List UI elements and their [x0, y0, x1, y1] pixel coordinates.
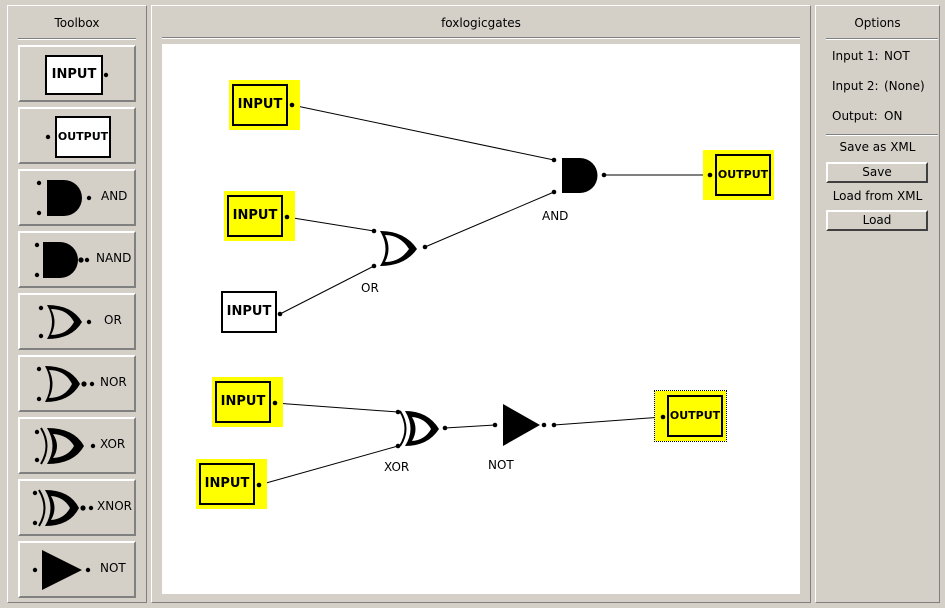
- circuit-canvas[interactable]: INPUT INPUT INPUT INPUT INPUT OUTPUT OUT…: [162, 44, 800, 594]
- wire: [279, 265, 375, 315]
- input2-row: Input 2:: [832, 79, 879, 93]
- tool-input-pin-icon: [103, 72, 109, 78]
- circuit-wires: [258, 104, 710, 486]
- tool-not-button[interactable]: NOT: [18, 541, 136, 598]
- options-panel: Options Input 1: NOT Input 2: (None) Out…: [815, 5, 940, 603]
- xor-gate-label: XOR: [384, 460, 410, 474]
- tool-nor-button[interactable]: NOR: [18, 355, 136, 412]
- input-node-3[interactable]: INPUT: [221, 291, 277, 333]
- input1-row: Input 1:: [832, 49, 879, 63]
- input-node-1-highlight: [229, 80, 300, 130]
- nand-gate-icon: [34, 242, 90, 278]
- tool-or-button[interactable]: OR: [18, 293, 136, 350]
- input-node-1[interactable]: INPUT: [232, 84, 288, 126]
- or-gate-label: OR: [361, 281, 379, 295]
- workspace-title: foxlogicgates: [441, 16, 521, 30]
- input1-value: NOT: [884, 49, 910, 63]
- input2-value: (None): [884, 79, 925, 93]
- output-node-1[interactable]: OUTPUT: [715, 154, 771, 196]
- and-gate-icon: [36, 180, 92, 216]
- xor-gate-icon: [34, 427, 96, 465]
- or-gate[interactable]: [376, 229, 420, 269]
- tool-output-button[interactable]: OUTPUT: [18, 107, 136, 164]
- xor-gate[interactable]: [398, 409, 442, 449]
- toolbox-title: Toolbox: [54, 16, 100, 30]
- and-gate[interactable]: [558, 156, 598, 196]
- workspace-divider: [162, 37, 800, 39]
- output-label: Output:: [832, 109, 878, 123]
- load-button[interactable]: Load: [826, 210, 928, 231]
- tool-nand-button[interactable]: NAND: [18, 231, 136, 288]
- output-node-1-highlight: [703, 150, 774, 200]
- wire: [274, 402, 399, 413]
- toolbox-panel: Toolbox INPUT OUTPUT AND NA: [7, 5, 147, 603]
- output-row: Output:: [832, 109, 878, 123]
- tool-not-label: NOT: [100, 561, 126, 575]
- output-node-2-highlight: [654, 390, 727, 442]
- load-heading: Load from XML: [832, 189, 923, 203]
- xnor-gate-icon: [32, 489, 94, 527]
- tool-xnor-button[interactable]: XNOR: [18, 479, 136, 536]
- tool-output-label: OUTPUT: [55, 116, 111, 158]
- not-gate-label: NOT: [488, 458, 514, 472]
- toolbox-divider: [18, 38, 136, 40]
- wire: [258, 445, 399, 486]
- tool-nand-label: NAND: [96, 251, 132, 265]
- output-node-2[interactable]: OUTPUT: [667, 395, 723, 437]
- output-value: ON: [884, 109, 903, 123]
- input1-label: Input 1:: [832, 49, 879, 63]
- wire: [424, 191, 555, 248]
- not-gate-icon: [32, 550, 91, 590]
- input2-label: Input 2:: [832, 79, 879, 93]
- wire: [553, 416, 664, 426]
- tool-nor-label: NOR: [100, 375, 127, 389]
- save-button[interactable]: Save: [826, 162, 928, 183]
- or-gate-icon: [38, 305, 92, 339]
- input-node-5-highlight: [196, 459, 267, 509]
- tool-or-label: OR: [104, 313, 122, 327]
- workspace-panel: foxlogicgates INPUT INPUT INPUT I: [151, 5, 811, 603]
- options-title: Options: [854, 16, 901, 30]
- wire: [286, 216, 375, 232]
- tool-xor-label: XOR: [100, 437, 126, 451]
- input-node-2[interactable]: INPUT: [227, 195, 283, 237]
- tool-output-pin-icon: [45, 134, 51, 140]
- tool-input-button[interactable]: INPUT: [18, 45, 136, 102]
- save-heading: Save as XML: [839, 140, 916, 154]
- wire: [444, 424, 496, 429]
- and-gate-label: AND: [542, 209, 569, 223]
- tool-xnor-label: XNOR: [97, 499, 132, 513]
- wire: [291, 104, 555, 161]
- tool-xor-button[interactable]: XOR: [18, 417, 136, 474]
- input-node-4[interactable]: INPUT: [215, 381, 271, 423]
- nor-gate-icon: [36, 366, 95, 402]
- tool-and-label: AND: [101, 189, 128, 203]
- tool-and-button[interactable]: AND: [18, 169, 136, 226]
- input-node-5[interactable]: INPUT: [199, 463, 255, 505]
- input-node-2-highlight: [224, 191, 295, 241]
- input-node-4-highlight: [212, 377, 283, 427]
- not-gate[interactable]: [501, 402, 543, 448]
- tool-input-label: INPUT: [45, 55, 103, 95]
- options-divider-mid: [826, 134, 938, 136]
- options-divider-top: [826, 38, 938, 40]
